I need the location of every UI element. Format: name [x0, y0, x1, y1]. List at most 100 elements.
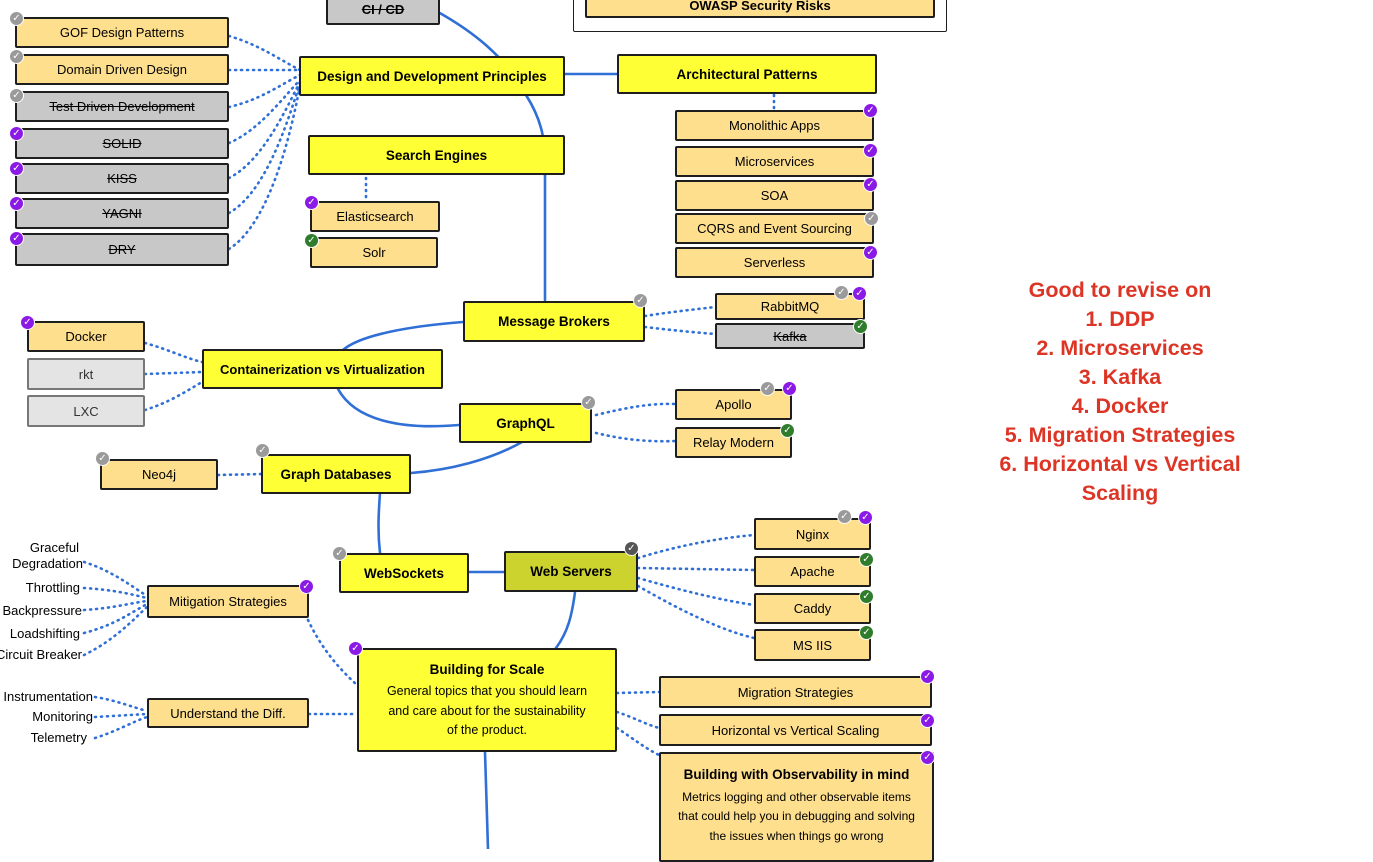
- mitigation-strategies-node[interactable]: Mitigation Strategies: [147, 585, 309, 618]
- apache-node[interactable]: Apache: [754, 556, 871, 587]
- check-circle-icon: ✓: [859, 589, 874, 604]
- check-circle-icon: ✓: [863, 245, 878, 260]
- dry-node[interactable]: DRY: [15, 233, 229, 266]
- owasp-node[interactable]: OWASP Security Risks: [585, 0, 935, 18]
- leaf-loadshifting[interactable]: Loadshifting: [9, 626, 80, 641]
- check-circle-icon: ✓: [624, 541, 639, 556]
- observability-node[interactable]: Building with Observability in mind Metr…: [659, 752, 934, 862]
- check-circle-icon: ✓: [853, 319, 868, 334]
- check-circle-icon: ✓: [255, 443, 270, 458]
- check-circle-icon: ✓: [581, 395, 596, 410]
- monolithic-node[interactable]: Monolithic Apps: [675, 110, 874, 141]
- check-circle-icon: ✓: [304, 233, 319, 248]
- check-circle-icon: ✓: [9, 88, 24, 103]
- leaf-degradation[interactable]: Degradation: [12, 556, 83, 571]
- check-circle-icon: ✓: [332, 546, 347, 561]
- check-circle-icon: ✓: [9, 126, 24, 141]
- check-circle-icon: ✓: [837, 509, 852, 524]
- ci-cd-node[interactable]: CI / CD: [326, 0, 440, 25]
- check-circle-icon: ✓: [920, 750, 935, 765]
- check-circle-icon: ✓: [9, 196, 24, 211]
- rkt-node[interactable]: rkt: [27, 358, 145, 390]
- horizontal-vertical-node[interactable]: Horizontal vs Vertical Scaling: [659, 714, 932, 746]
- check-circle-icon: ✓: [863, 143, 878, 158]
- soa-node[interactable]: SOA: [675, 180, 874, 211]
- brokers-to-containers-line: [341, 320, 465, 352]
- scale-title: Building for Scale: [429, 661, 545, 677]
- gof-patterns-node[interactable]: GOF Design Patterns: [15, 17, 229, 48]
- lxc-node[interactable]: LXC: [27, 395, 145, 427]
- check-circle-icon: ✓: [780, 423, 795, 438]
- cqrs-node[interactable]: CQRS and Event Sourcing: [675, 213, 874, 244]
- apollo-node[interactable]: Apollo: [675, 389, 792, 420]
- graphql-node[interactable]: GraphQL: [459, 403, 592, 443]
- check-circle-icon: ✓: [852, 286, 867, 301]
- ms-iis-node[interactable]: MS IIS: [754, 629, 871, 661]
- leaf-backpressure[interactable]: Backpressure: [2, 603, 82, 618]
- solid-node[interactable]: SOLID: [15, 128, 229, 159]
- microservices-node[interactable]: Microservices: [675, 146, 874, 177]
- elasticsearch-node[interactable]: Elasticsearch: [310, 201, 440, 232]
- observability-title: Building with Observability in mind: [683, 767, 910, 782]
- observability-description-line: that could help you in debugging and sol…: [678, 809, 915, 823]
- note-line: 6. Horizontal vs Vertical: [999, 452, 1241, 476]
- check-circle-icon: ✓: [9, 161, 24, 176]
- check-circle-icon: ✓: [863, 177, 878, 192]
- building-for-scale-node[interactable]: Building for Scale General topics that y…: [357, 648, 617, 752]
- caddy-node[interactable]: Caddy: [754, 593, 871, 624]
- note-line: 1. DDP: [1085, 307, 1155, 331]
- check-circle-icon: ✓: [9, 11, 24, 26]
- revision-note: Good to revise on 1. DDP 2. Microservice…: [965, 276, 1275, 508]
- check-circle-icon: ✓: [834, 285, 849, 300]
- leaf-throttling[interactable]: Throttling: [25, 580, 80, 595]
- check-circle-icon: ✓: [20, 315, 35, 330]
- design-principles-node[interactable]: Design and Development Principles: [299, 56, 565, 96]
- message-brokers-node[interactable]: Message Brokers: [463, 301, 645, 342]
- kiss-node[interactable]: KISS: [15, 163, 229, 194]
- graphql-to-graphdb-line: [409, 440, 524, 475]
- websockets-node[interactable]: WebSockets: [339, 553, 469, 593]
- leaf-circuit-breaker[interactable]: Circuit Breaker: [0, 647, 82, 662]
- serverless-node[interactable]: Serverless: [675, 247, 874, 278]
- check-circle-icon: ✓: [863, 103, 878, 118]
- note-line: Good to revise on: [1028, 278, 1212, 302]
- tdd-node[interactable]: Test Driven Development: [15, 91, 229, 122]
- check-circle-icon: ✓: [633, 293, 648, 308]
- architectural-patterns-node[interactable]: Architectural Patterns: [617, 54, 877, 94]
- check-circle-icon: ✓: [858, 510, 873, 525]
- containerization-node[interactable]: Containerization vs Virtualization: [202, 349, 443, 389]
- leaf-instrumentation[interactable]: Instrumentation: [3, 689, 93, 704]
- neo4j-node[interactable]: Neo4j: [100, 459, 218, 490]
- migration-strategies-node[interactable]: Migration Strategies: [659, 676, 932, 708]
- graph-databases-node[interactable]: Graph Databases: [261, 454, 411, 494]
- note-line: Scaling: [1081, 481, 1159, 505]
- understand-diff-node[interactable]: Understand the Diff.: [147, 698, 309, 728]
- relay-modern-node[interactable]: Relay Modern: [675, 427, 792, 458]
- scale-description-line: General topics that you should learn: [386, 684, 588, 698]
- containers-to-graphql-line: [336, 387, 461, 428]
- leaf-graceful[interactable]: Graceful: [29, 540, 79, 555]
- check-circle-icon: ✓: [304, 195, 319, 210]
- observability-description-line: Metrics logging and other observable ite…: [682, 789, 911, 804]
- kafka-node[interactable]: Kafka: [715, 323, 865, 349]
- leaf-telemetry[interactable]: Telemetry: [30, 730, 87, 745]
- check-circle-icon: ✓: [95, 451, 110, 466]
- check-circle-icon: ✓: [920, 669, 935, 684]
- yagni-node[interactable]: YAGNI: [15, 198, 229, 229]
- scale-description-line: of the product.: [447, 723, 527, 737]
- note-line: 4. Docker: [1071, 394, 1169, 418]
- check-circle-icon: ✓: [299, 579, 314, 594]
- note-line: 3. Kafka: [1078, 365, 1162, 389]
- check-circle-icon: ✓: [859, 625, 874, 640]
- docker-node[interactable]: Docker: [27, 321, 145, 352]
- check-circle-icon: ✓: [920, 713, 935, 728]
- check-circle-icon: ✓: [760, 381, 775, 396]
- search-engines-node[interactable]: Search Engines: [308, 135, 565, 175]
- nginx-node[interactable]: Nginx: [754, 518, 871, 550]
- leaf-monitoring[interactable]: Monitoring: [32, 709, 93, 724]
- solr-node[interactable]: Solr: [310, 237, 438, 268]
- note-line: 2. Microservices: [1036, 336, 1204, 360]
- ddd-node[interactable]: Domain Driven Design: [15, 54, 229, 85]
- web-servers-node[interactable]: Web Servers: [504, 551, 638, 592]
